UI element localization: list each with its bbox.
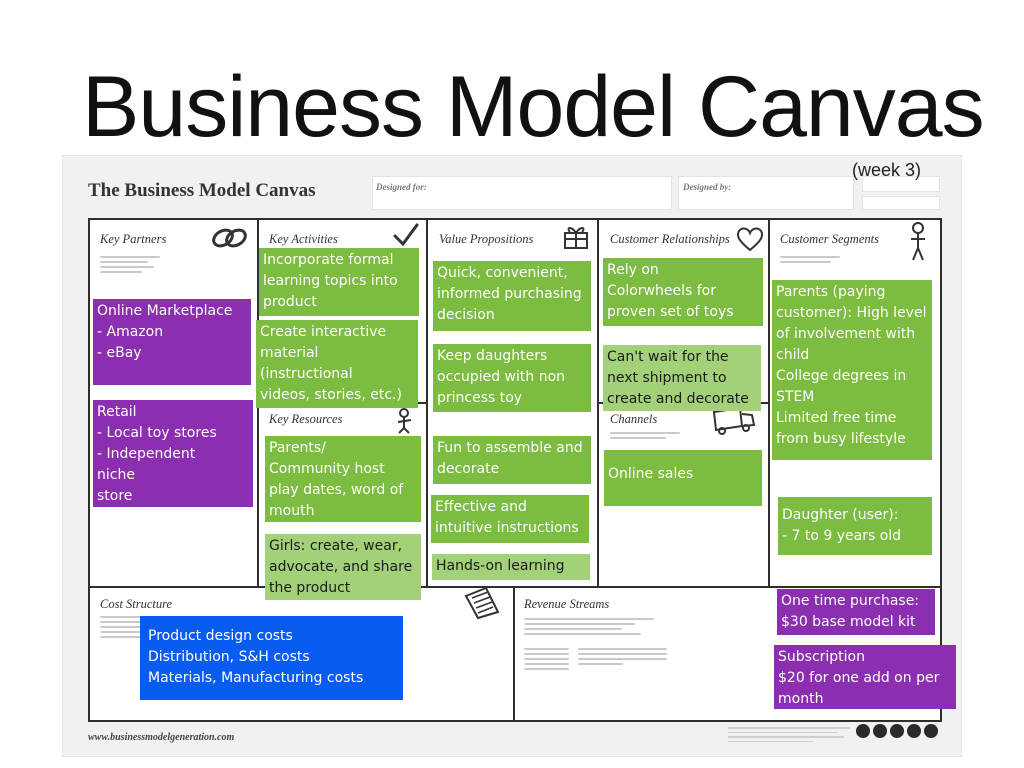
note-fun-assemble: Fun to assemble and decorate [433,436,591,484]
note-rely-on-colorwheels: Rely on Colorwheels for proven set of to… [603,258,763,326]
key-activities-title: Key Activities [269,232,338,246]
note-effective-instructions: Effective and intuitive instructions [431,495,589,543]
cc-icon [856,724,870,738]
note-retail: Retail - Local toy stores - Independent … [93,400,253,507]
revenue-streams-hint-col1 [524,648,569,672]
channels-title: Channels [610,412,658,426]
note-online-marketplace: Online Marketplace - Amazon - eBay [93,299,251,385]
note-quick-convenient: Quick, convenient, informed purchasing d… [433,261,591,331]
note-cant-wait: Can't wait for the next shipment to crea… [603,345,761,411]
sa-icon [890,724,904,738]
note-hands-on-learning: Hands-on learning [432,554,590,580]
revenue-streams-hint [524,618,654,642]
note-girls-advocate: Girls: create, wear, advocate, and share… [265,534,421,600]
gift-icon [561,222,591,250]
designed-for-label-overlay: Designed for: [376,182,427,192]
by-icon [873,724,887,738]
person-badge-icon [924,724,938,738]
revenue-streams-title: Revenue Streams [524,597,610,611]
canvas-heading: The Business Model Canvas [88,180,316,201]
note-keep-occupied: Keep daughters occupied with non princes… [433,344,591,412]
key-partners-title: Key Partners [100,232,167,246]
key-resources-title: Key Resources [269,412,343,426]
note-parents-segment: Parents (paying customer): High level of… [772,280,932,460]
revenue-streams-hint-col3 [622,648,667,672]
slide-title: Business Model Canvas [82,59,985,155]
worker-icon [394,408,418,434]
revenue-streams-hint-col2 [578,648,623,672]
customer-relationships-title: Customer Relationships [610,232,730,246]
license-fine-print [728,727,850,745]
price-tag-icon [462,586,502,620]
note-daughter-user: Daughter (user): - 7 to 9 years old [778,497,932,555]
designed-for-field[interactable] [372,176,672,210]
designed-by-field[interactable] [678,176,854,210]
note-interactive-material: Create interactive material (instruction… [256,320,418,408]
note-incorporate-learning: Incorporate formal learning topics into … [259,248,419,316]
note-subscription: Subscription $20 for one add on per mont… [774,645,956,709]
nc-icon [907,724,921,738]
customer-segments-title: Customer Segments [780,232,879,246]
value-propositions-title: Value Propositions [439,232,534,246]
note-one-time-purchase: One time purchase: $30 base model kit [777,589,935,635]
money-bag-icon [740,600,741,601]
person-icon [906,222,930,262]
cost-structure-hint [100,616,144,640]
heart-icon [735,226,765,252]
date-field[interactable] [862,176,940,192]
week-label: (week 3) [852,160,922,180]
key-partners-hint [100,256,160,280]
note-cost-list: Product design costs Distribution, S&H c… [140,616,403,700]
channels-hint [610,432,680,456]
creative-commons-badges [856,724,938,738]
chain-link-icon [210,222,250,254]
designed-by-label: Designed by: [683,182,732,192]
cost-structure-title: Cost Structure [100,597,173,611]
customer-segments-hint [780,256,840,280]
note-parents-community: Parents/ Community host play dates, word… [265,436,421,522]
footer-url[interactable]: www.businessmodelgeneration.com [88,732,235,743]
checkmark-icon [392,222,420,248]
iteration-field[interactable] [862,196,940,210]
note-online-sales: Online sales [604,450,762,506]
